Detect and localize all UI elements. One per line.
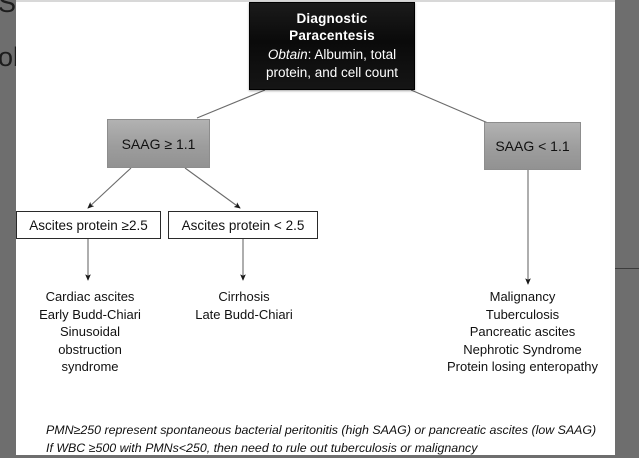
footnote-line-2: If WBC ≥500 with PMNs<250, then need to … bbox=[46, 441, 478, 455]
leaf-line: Early Budd-Chiari bbox=[39, 306, 141, 322]
leaf-line: Cirrhosis bbox=[218, 289, 270, 304]
node-ascites-protein-high[interactable]: Ascites protein ≥2.5 bbox=[16, 211, 161, 239]
node-diagnostic-paracentesis[interactable]: Diagnostic Paracentesis Obtain: Albumin,… bbox=[249, 2, 415, 90]
leaf-line: syndrome bbox=[61, 359, 119, 374]
node-saag-low[interactable]: SAAG < 1.1 bbox=[484, 122, 581, 170]
slide-bottom-margin bbox=[0, 455, 639, 458]
saag-low-label: SAAG < 1.1 bbox=[495, 138, 570, 154]
slide-right-margin-seam bbox=[615, 268, 639, 269]
slide-right-margin bbox=[615, 0, 639, 458]
root-obtain-line1: Obtain: Albumin, total bbox=[268, 46, 396, 64]
footnote-line-1: PMN≥250 represent spontaneous bacterial … bbox=[46, 423, 597, 437]
leaf-line: Protein losing enteropathy bbox=[446, 359, 599, 374]
node-ascites-protein-low[interactable]: Ascites protein < 2.5 bbox=[168, 211, 318, 239]
leaf-line: Pancreatic ascites bbox=[469, 324, 576, 339]
leaf-line: Late Budd-Chiari bbox=[195, 306, 293, 322]
leaf-line: Sinusoidal bbox=[60, 324, 120, 339]
root-title-line1: Diagnostic bbox=[296, 11, 368, 26]
leaf-line: Tuberculosis bbox=[485, 306, 560, 322]
leaf-line: Nephrotic Syndrome bbox=[463, 341, 582, 357]
saag-high-label: SAAG ≥ 1.1 bbox=[121, 135, 196, 152]
obtain-text-1: Albumin, total bbox=[314, 47, 397, 62]
ascites-protein-low-label: Ascites protein < 2.5 bbox=[181, 217, 305, 233]
clipped-text-line1: S bbox=[0, 0, 16, 18]
leaf-high-saag-low-protein: Cirrhosis Late Budd-Chiari bbox=[170, 288, 318, 323]
leaf-high-saag-high-protein: Cardiac ascites Early Budd-Chiari Sinuso… bbox=[10, 288, 170, 376]
root-title-line2: Paracentesis bbox=[289, 28, 375, 43]
ascites-protein-high-label: Ascites protein ≥2.5 bbox=[29, 217, 148, 233]
leaf-low-saag: Malignancy Tuberculosis Pancreatic ascit… bbox=[420, 288, 625, 376]
canvas-top-edge bbox=[16, 0, 615, 2]
slide-left-margin: S ob bbox=[0, 0, 16, 458]
leaf-line: Cardiac ascites bbox=[45, 289, 135, 304]
root-obtain-line2: protein, and cell count bbox=[265, 65, 399, 80]
node-saag-high[interactable]: SAAG ≥ 1.1 bbox=[107, 119, 210, 168]
obtain-emphasis: Obtain bbox=[267, 47, 308, 62]
obtain-separator: : bbox=[307, 47, 315, 62]
leaf-line: obstruction bbox=[58, 341, 122, 357]
leaf-line: Malignancy bbox=[489, 289, 556, 304]
clipped-text-line2: ob bbox=[0, 42, 16, 72]
